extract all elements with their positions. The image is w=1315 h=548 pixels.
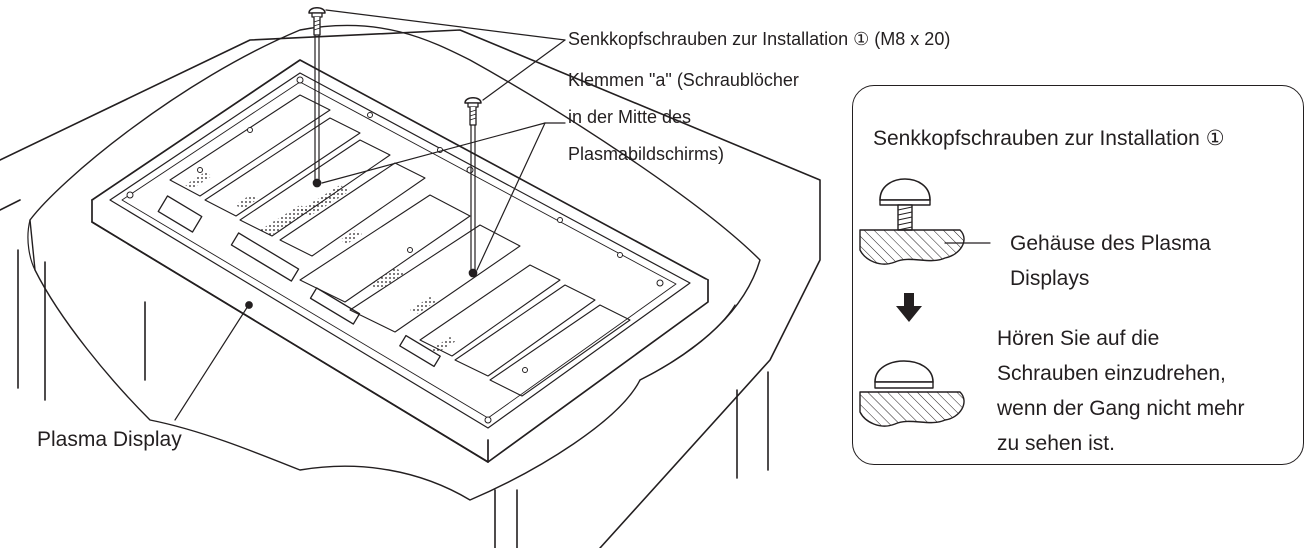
clamps-label-line3: Plasmabildschirms) [568, 144, 725, 164]
screw-guide-lines [314, 34, 476, 274]
clamps-label-line2: in der Mitte des [568, 107, 692, 127]
plasma-display-panel [91, 59, 709, 463]
callout-screw-loose [859, 178, 991, 265]
callout-screw-tightened [859, 360, 965, 427]
instruction-line4: zu sehen ist. [997, 432, 1115, 455]
instruction-line1: Hören Sie auf die [997, 327, 1160, 350]
plasma-display-label: Plasma Display [37, 428, 182, 451]
arrow-down-icon [896, 293, 922, 322]
annotation-leaders [174, 9, 566, 421]
clamps-label-line1: Klemmen "a" (Schraublöcher [568, 70, 799, 90]
callout-title: Senkkopfschrauben zur Installation ① [873, 127, 1225, 150]
instruction-line2: Schrauben einzudrehen, [997, 362, 1226, 385]
callout-box [852, 85, 1304, 465]
screw-2 [464, 97, 482, 126]
screws-installation-label: Senkkopfschrauben zur Installation ① (M8… [568, 29, 951, 49]
housing-label-line1: Gehäuse des Plasma [1010, 232, 1211, 255]
screw-1 [308, 7, 326, 36]
housing-label-line2: Displays [1010, 267, 1090, 290]
table [0, 29, 821, 548]
instruction-line3: wenn der Gang nicht mehr [997, 397, 1245, 420]
